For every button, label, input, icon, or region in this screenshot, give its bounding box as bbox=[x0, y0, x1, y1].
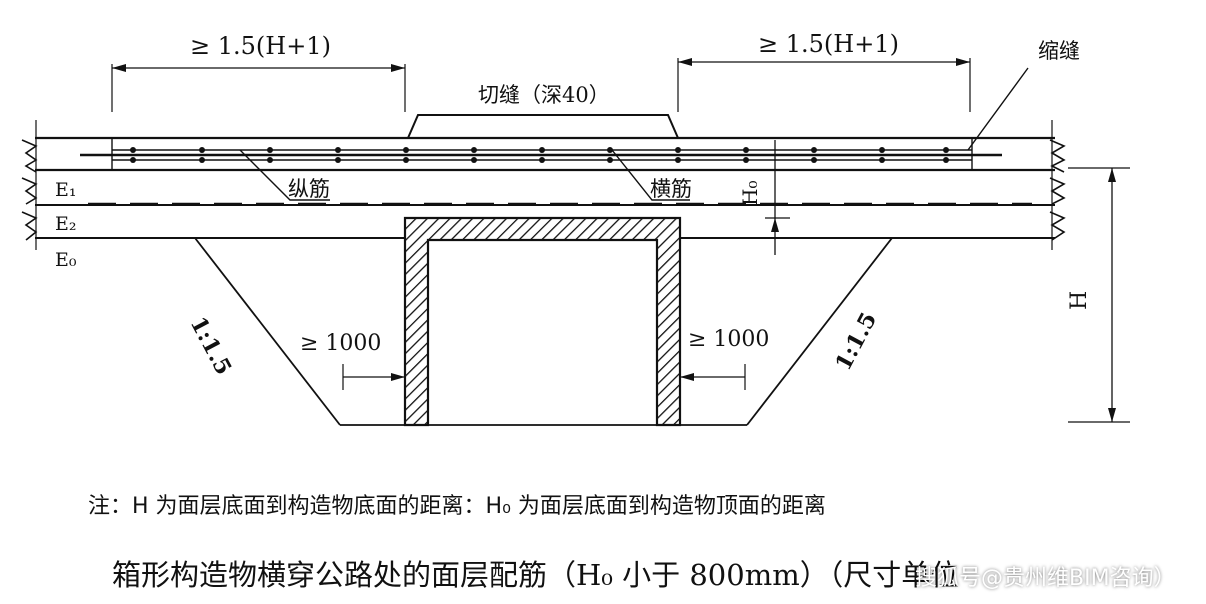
box-culvert bbox=[403, 216, 682, 427]
h-dimension bbox=[1068, 167, 1130, 423]
h-label: H bbox=[1067, 291, 1092, 310]
e0-label: E₀ bbox=[55, 249, 77, 271]
watermark: 搜狐号@贵州维BIM咨询） bbox=[915, 566, 1176, 591]
rebar-leaders bbox=[239, 149, 690, 201]
h0-label: H₀ bbox=[738, 181, 762, 206]
slope-left-label: 1:1.5 bbox=[185, 313, 237, 380]
slope-right-label: 1:1.5 bbox=[830, 308, 882, 375]
break-marks bbox=[21, 120, 1066, 250]
dim-right-label: ≥ 1.5(H+1) bbox=[758, 30, 899, 58]
e1-label: E₁ bbox=[55, 179, 77, 201]
e2-label: E₂ bbox=[55, 213, 77, 235]
cut-joint-mark bbox=[407, 114, 679, 139]
cut-joint-label: 切缝（深40） bbox=[478, 83, 610, 107]
gap-left-label: ≥ 1000 bbox=[300, 331, 381, 356]
shrink-joint-label: 缩缝 bbox=[1038, 39, 1080, 63]
rebar-dots bbox=[130, 147, 949, 163]
trans-rebar-label: 横筋 bbox=[650, 177, 692, 201]
gap-dimensions bbox=[342, 364, 746, 390]
pavement-layers bbox=[35, 136, 1055, 239]
note-text: 注：H 为面层底面到构造物底面的距离：H₀ 为面层底面到构造物顶面的距离 bbox=[88, 494, 826, 519]
gap-right-label: ≥ 1000 bbox=[688, 327, 769, 352]
h0-dimension bbox=[765, 140, 790, 255]
shrink-joint-leader bbox=[967, 67, 1029, 151]
long-rebar-label: 纵筋 bbox=[288, 177, 330, 201]
figure-caption: 箱形构造物横穿公路处的面层配筋（H₀ 小于 800mm）（尺寸单位 bbox=[112, 558, 960, 592]
dim-left-label: ≥ 1.5(H+1) bbox=[190, 32, 331, 60]
top-dimensions bbox=[111, 58, 971, 112]
